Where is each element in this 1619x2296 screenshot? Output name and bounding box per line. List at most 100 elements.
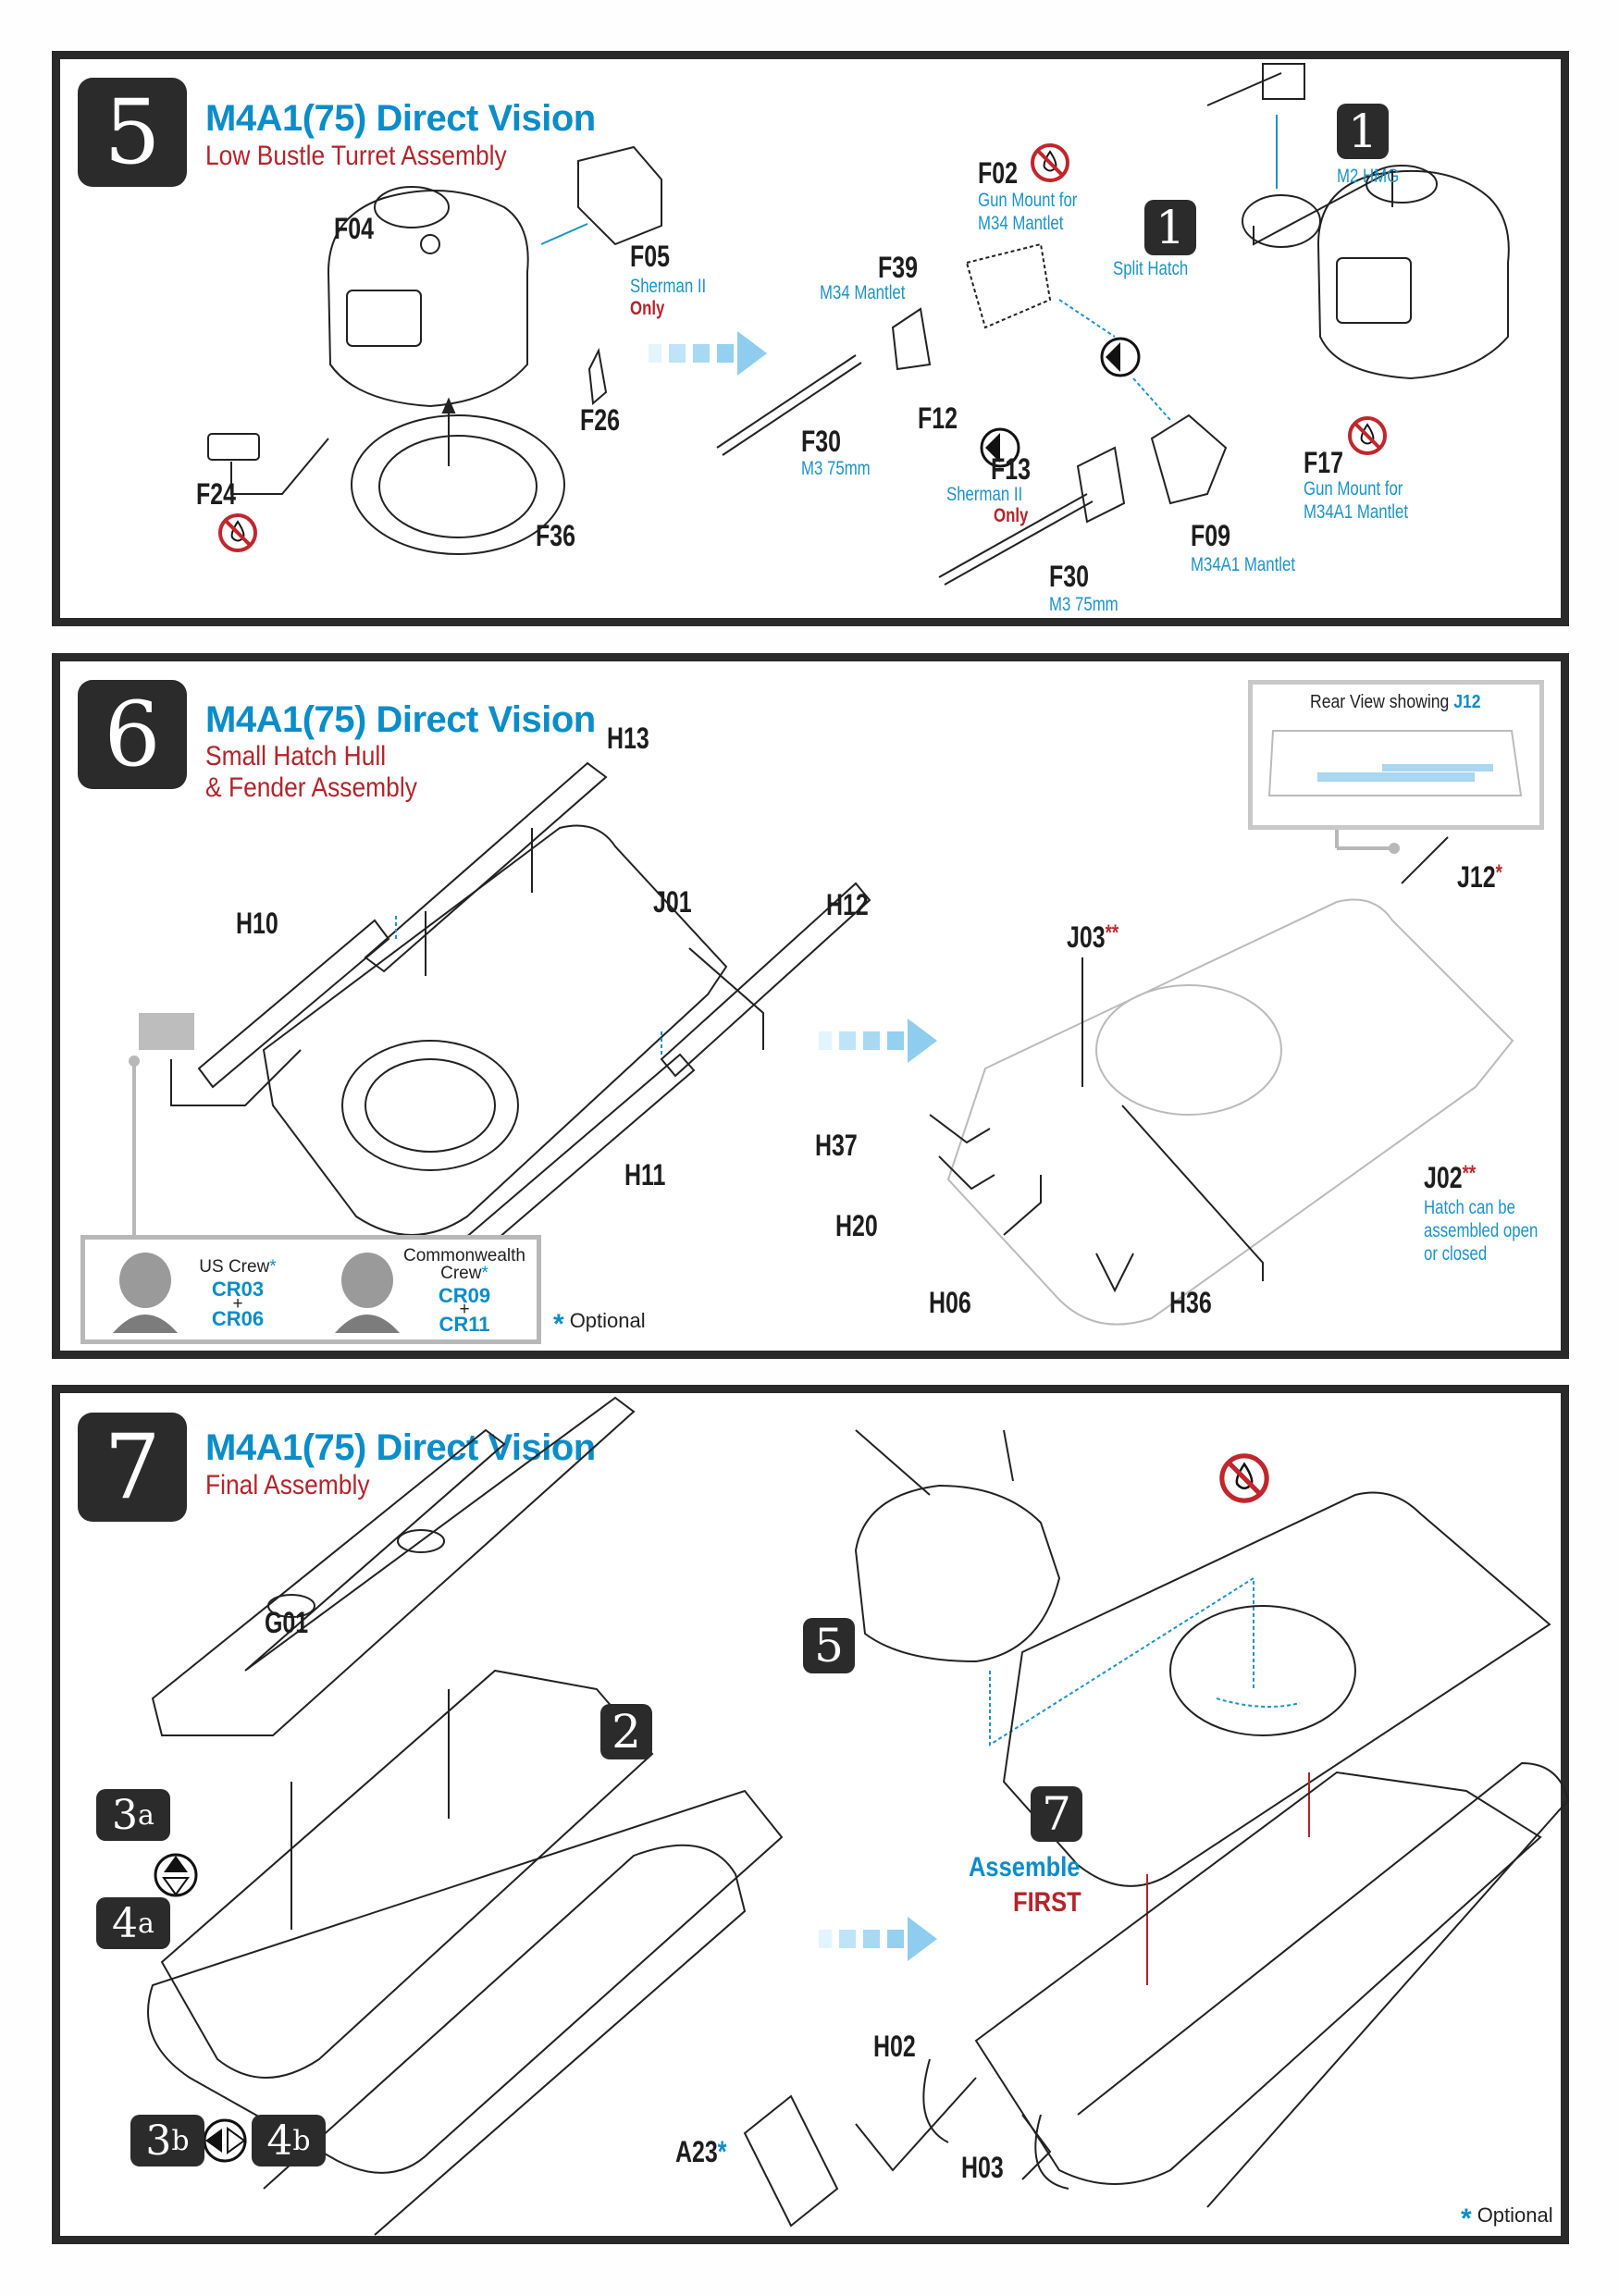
part-label-h10: H10 bbox=[236, 907, 278, 940]
part-id: J03 bbox=[1067, 920, 1106, 954]
part-label-f05: F05 bbox=[630, 240, 671, 273]
part-only-f05: Only bbox=[630, 298, 665, 319]
commonwealth-crew-code-1: CR09 bbox=[438, 1284, 491, 1307]
badge-suffix: a bbox=[138, 1907, 154, 1940]
dir-leftright-icon bbox=[203, 2118, 247, 2163]
flow-arrow-icon bbox=[649, 331, 767, 376]
part-label-f04: F04 bbox=[334, 212, 375, 245]
part-note-f17-line2: M34A1 Mantlet bbox=[1304, 501, 1408, 523]
us-crew-plus: + bbox=[232, 1294, 243, 1314]
part-label-j01: J01 bbox=[653, 885, 692, 919]
part-label-j03: J03** bbox=[1067, 920, 1118, 955]
step-title: M4A1(75) Direct Vision bbox=[205, 1427, 596, 1468]
part-note-f13: Sherman II bbox=[946, 484, 1023, 505]
part-label-f17: F17 bbox=[1304, 446, 1344, 479]
part-label-f09: F09 bbox=[1191, 519, 1231, 552]
part-note-f05: Sherman II bbox=[630, 276, 707, 297]
mantlet-drawing bbox=[891, 242, 1228, 524]
turret-reference-drawing bbox=[854, 1429, 1061, 1663]
substep-badge-split-hatch: 1 bbox=[1144, 200, 1196, 255]
badge-number: 3 bbox=[145, 2117, 172, 2165]
assemble-label: Assemble bbox=[969, 1852, 1081, 1882]
us-crew-code-1: CR03 bbox=[211, 1278, 265, 1301]
badge-number: 4 bbox=[112, 1899, 139, 1947]
part-label-j02: J02** bbox=[1424, 1161, 1476, 1195]
no-glue-icon bbox=[218, 513, 257, 552]
us-crew-label: US Crew* bbox=[187, 1258, 289, 1277]
part-label-f24: F24 bbox=[196, 477, 237, 511]
m2hmg-label: M2 HMG bbox=[1337, 166, 1400, 187]
step-5-panel: 5 M4A1(75) Direct Vision Low Bustle Turr… bbox=[52, 51, 1569, 626]
part-id: A23 bbox=[675, 2135, 718, 2168]
step-subtitle: Low Bustle Turret Assembly bbox=[205, 141, 507, 171]
optional-mark: ** bbox=[1105, 920, 1119, 945]
gun-barrel-f30-drawing bbox=[716, 354, 1094, 586]
part-label-h20: H20 bbox=[835, 1209, 878, 1242]
part-label-f30-m34a1: F30 bbox=[1049, 560, 1090, 593]
commonwealth-crew-plus: + bbox=[459, 1300, 470, 1319]
part-id: J02 bbox=[1424, 1161, 1463, 1194]
step-7-panel: 7 M4A1(75) Direct Vision Final Assembly bbox=[52, 1385, 1570, 2244]
j02-note-line3: or closed bbox=[1424, 1243, 1488, 1265]
rear-view-part: J12 bbox=[1453, 692, 1481, 712]
part-label-f12: F12 bbox=[918, 401, 958, 435]
optional-legend: *Optional bbox=[553, 1309, 646, 1340]
part-note-f09: M34A1 Mantlet bbox=[1191, 554, 1295, 575]
substep-badge-m2hmg: 1 bbox=[1337, 104, 1389, 159]
part-f26-drawing bbox=[587, 347, 608, 405]
commonwealth-crew-label-line1: Commonwealth bbox=[403, 1246, 525, 1265]
assembled-turret-drawing bbox=[1316, 165, 1510, 380]
part-label-h36: H36 bbox=[1169, 1286, 1212, 1319]
optional-legend: *Optional bbox=[1461, 2203, 1553, 2235]
crew-options-box: US Crew* CR03 + CR06 Commonwealth Crew* … bbox=[80, 1235, 541, 1344]
split-hatch-label: Split Hatch bbox=[1113, 258, 1189, 279]
step-subtitle-line2: & Fender Assembly bbox=[205, 772, 417, 803]
hull-part-callouts bbox=[929, 836, 1449, 1293]
j02-note-line1: Hatch can be bbox=[1424, 1197, 1515, 1218]
part-f05-drawing bbox=[540, 145, 662, 246]
crew-label-text: US Crew bbox=[199, 1257, 270, 1277]
part-note-f30-m34a1: M3 75mm bbox=[1049, 594, 1118, 615]
no-glue-icon bbox=[1031, 143, 1069, 182]
upper-hull-final-drawing bbox=[1002, 1491, 1551, 1887]
rear-view-inset: Rear View showing J12 bbox=[1248, 680, 1544, 830]
step-6-panel: 6 M4A1(75) Direct Vision Small Hatch Hul… bbox=[52, 653, 1569, 1359]
part-note-f02-line1: Gun Mount for bbox=[978, 190, 1078, 211]
ref-badge-step-2: 2 bbox=[600, 1704, 652, 1759]
part-label-h03: H03 bbox=[961, 2151, 1004, 2184]
badge-suffix: b bbox=[171, 2124, 190, 2157]
part-label-h06: H06 bbox=[929, 1286, 971, 1319]
part-label-h02: H02 bbox=[873, 2030, 916, 2063]
part-label-h37: H37 bbox=[815, 1129, 858, 1162]
part-label-f02: F02 bbox=[978, 156, 1019, 190]
part-id: J12 bbox=[1457, 860, 1496, 894]
part-label-f26: F26 bbox=[580, 403, 621, 437]
no-glue-icon bbox=[1219, 1453, 1269, 1503]
badge-suffix: a bbox=[138, 1798, 154, 1832]
commonwealth-crew-code-2: CR11 bbox=[439, 1313, 490, 1336]
turret-ring-f36-drawing bbox=[351, 397, 565, 555]
flow-arrow-icon bbox=[819, 1917, 937, 1961]
crew-figure-us bbox=[113, 1253, 178, 1333]
commonwealth-crew-label-line2: Crew* bbox=[400, 1265, 529, 1283]
part-label-h12: H12 bbox=[826, 888, 869, 921]
j02-note-line2: assembled open bbox=[1424, 1220, 1539, 1241]
part-note-f30-m34: M3 75mm bbox=[801, 458, 871, 479]
part-note-f39: M34 Mantlet bbox=[820, 282, 906, 303]
part-label-f39: F39 bbox=[878, 251, 919, 284]
optional-text: Optional bbox=[1477, 2203, 1553, 2227]
badge-number: 4 bbox=[266, 2117, 293, 2165]
optional-mark: * bbox=[1495, 860, 1502, 885]
part-label-f13: F13 bbox=[991, 452, 1032, 486]
part-only-f13: Only bbox=[994, 505, 1029, 526]
optional-mark: * bbox=[717, 2135, 727, 2168]
step-number-badge: 5 bbox=[78, 78, 187, 187]
final-assembly-drawing bbox=[147, 1396, 1570, 2236]
part-label-g01: G01 bbox=[265, 1606, 309, 1639]
part-label-h11: H11 bbox=[624, 1158, 666, 1191]
part-label-f36: F36 bbox=[536, 519, 576, 552]
